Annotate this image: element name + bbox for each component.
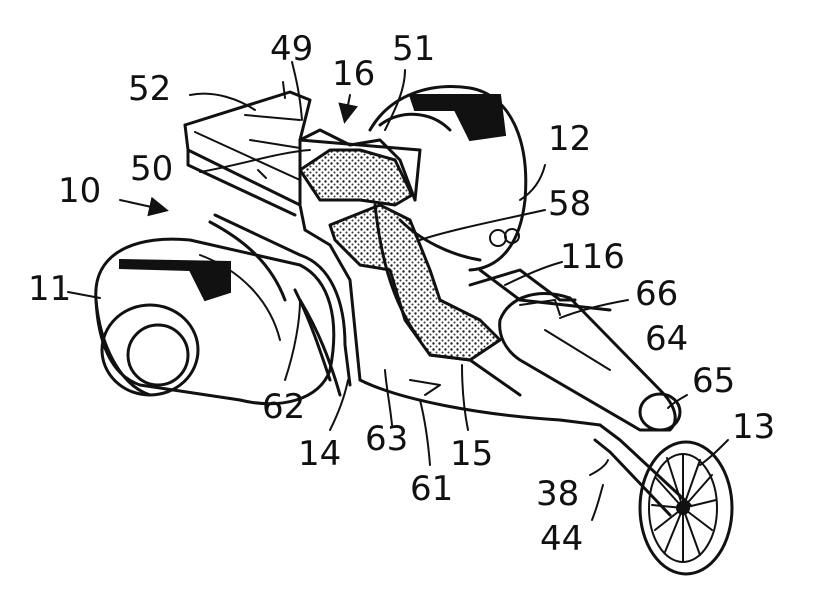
label-52: 52 [128, 69, 171, 109]
label-38: 38 [536, 474, 579, 514]
reference-labels: 49 52 16 51 12 50 58 10 116 11 66 64 65 … [28, 29, 775, 559]
label-62: 62 [262, 387, 305, 427]
label-13: 13 [732, 407, 775, 447]
label-10: 10 [58, 171, 101, 211]
label-116: 116 [560, 237, 625, 277]
label-15: 15 [450, 434, 493, 474]
seat-cavity [298, 148, 502, 362]
label-64: 64 [645, 319, 688, 359]
label-44: 44 [540, 519, 583, 559]
label-11: 11 [28, 269, 71, 309]
right-rear-wheel [368, 85, 528, 272]
label-51: 51 [392, 29, 435, 69]
label-14: 14 [298, 434, 341, 474]
label-61: 61 [410, 469, 453, 509]
main-body [183, 81, 422, 397]
front-wheel [593, 423, 734, 576]
steering-column [498, 292, 682, 432]
label-58: 58 [548, 184, 591, 224]
label-65: 65 [692, 361, 735, 401]
label-49: 49 [270, 29, 313, 69]
leader-lines [67, 61, 729, 521]
label-16: 16 [332, 54, 375, 94]
label-66: 66 [635, 274, 678, 314]
label-12: 12 [548, 119, 591, 159]
label-63: 63 [365, 419, 408, 459]
label-50: 50 [130, 149, 173, 189]
